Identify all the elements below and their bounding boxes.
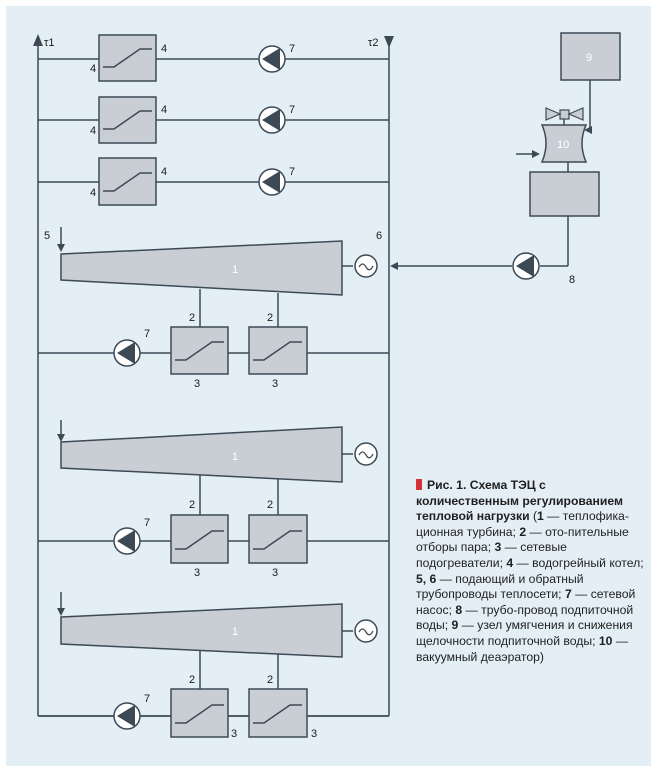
supply-header-arrow: [33, 34, 43, 46]
network-heater: [248, 514, 308, 564]
figure-caption: Рис. 1. Схема ТЭЦ с количественным регул…: [416, 478, 644, 664]
extraction-label: 2: [189, 499, 195, 511]
network-pump: [258, 106, 286, 134]
turbine-unit-2: [60, 426, 343, 483]
caption-num-4: 4: [506, 555, 514, 570]
network-pump: [258, 45, 286, 73]
caption-title: Рис. 1. Схема ТЭЦ с количественным регул…: [416, 478, 624, 524]
caption-num-1: 1: [537, 509, 544, 524]
extraction-label: 2: [189, 674, 195, 686]
boiler-unit-3: [98, 157, 157, 206]
extraction-label: 2: [189, 312, 195, 324]
caption-text-9: — вакуумный деаэратор): [416, 633, 629, 664]
caption-marker: [416, 479, 422, 490]
extraction-label: 2: [267, 674, 273, 686]
heater-label: 3: [272, 378, 278, 390]
heater-label: 3: [272, 567, 278, 579]
network-pump: [113, 527, 141, 555]
caption-num-9: 10: [598, 633, 613, 648]
return-header-arrow: [384, 36, 394, 48]
pump-label: 7: [144, 328, 150, 340]
pump-label: 7: [289, 43, 295, 55]
network-pump: [113, 702, 141, 730]
turbine-unit-3: [60, 603, 343, 658]
caption-num-7: 8: [455, 602, 463, 617]
boiler-label: 4: [90, 187, 96, 199]
network-heater: [248, 688, 308, 738]
boiler-label: 4: [161, 104, 167, 116]
makeup-pump: [512, 252, 540, 280]
network-pump: [113, 339, 141, 367]
turbine-label: 1: [232, 264, 238, 276]
generator: [354, 442, 378, 466]
pump-label: 7: [289, 104, 295, 116]
caption-num-8: 9: [451, 618, 459, 633]
deaerator-tank: [529, 171, 600, 217]
network-heater: [170, 688, 229, 738]
caption-num-6: 7: [564, 587, 572, 602]
caption-num-3: 3: [494, 540, 502, 555]
deaerator-label: 10: [557, 139, 569, 151]
turbine-unit-1: [60, 240, 343, 296]
heater-label: 3: [194, 378, 200, 390]
extraction-label: 2: [267, 312, 273, 324]
supply-label: 5: [44, 230, 50, 242]
generator: [354, 619, 378, 643]
boiler-label: 4: [90, 125, 96, 137]
caption-text-1: — теплофика-ционная турбина;: [416, 509, 629, 539]
boiler-unit-2: [98, 96, 157, 144]
boiler-label: 4: [90, 63, 96, 75]
turbine-label: 1: [232, 451, 238, 463]
tau2-label: τ2: [368, 37, 378, 49]
caption-num-2: 2: [519, 524, 527, 539]
network-heater: [248, 326, 308, 375]
tau1-label: τ1: [44, 37, 54, 49]
pump-label: 7: [144, 693, 150, 705]
boiler-unit-1: [98, 34, 157, 82]
softening-unit: [560, 32, 621, 81]
turbine-label: 1: [232, 626, 238, 638]
caption-num-5: 5, 6: [416, 571, 437, 586]
network-pump: [258, 168, 286, 196]
caption-text-5: — подающий и обратный трубопроводы тепло…: [416, 571, 584, 602]
caption-text-8: — узел умягчения и снижения щелочности п…: [416, 618, 633, 648]
vacuum-deaerator: [540, 107, 588, 163]
network-heater: [170, 326, 229, 375]
boiler-label: 4: [161, 166, 167, 178]
softener-label: 9: [586, 52, 592, 64]
heater-label: 3: [231, 728, 237, 740]
caption-text-7: — трубо-провод подпиточной воды;: [416, 602, 634, 633]
generator: [354, 254, 378, 278]
pump-label: 7: [289, 166, 295, 178]
heater-label: 3: [311, 728, 317, 740]
extraction-label: 2: [267, 499, 273, 511]
pump-label: 7: [144, 517, 150, 529]
caption-text-4: — водогрейный котел;: [513, 555, 644, 570]
caption-text-3: — сетевые подогреватели;: [416, 540, 567, 570]
caption-text-2: — ото-пительные отборы пара;: [416, 524, 629, 555]
return-label: 6: [376, 230, 382, 242]
makeup-label: 8: [569, 274, 575, 286]
caption-text-6: — сетевой насос;: [416, 587, 636, 617]
heater-label: 3: [194, 567, 200, 579]
boiler-label: 4: [161, 43, 167, 55]
network-heater: [170, 514, 229, 564]
